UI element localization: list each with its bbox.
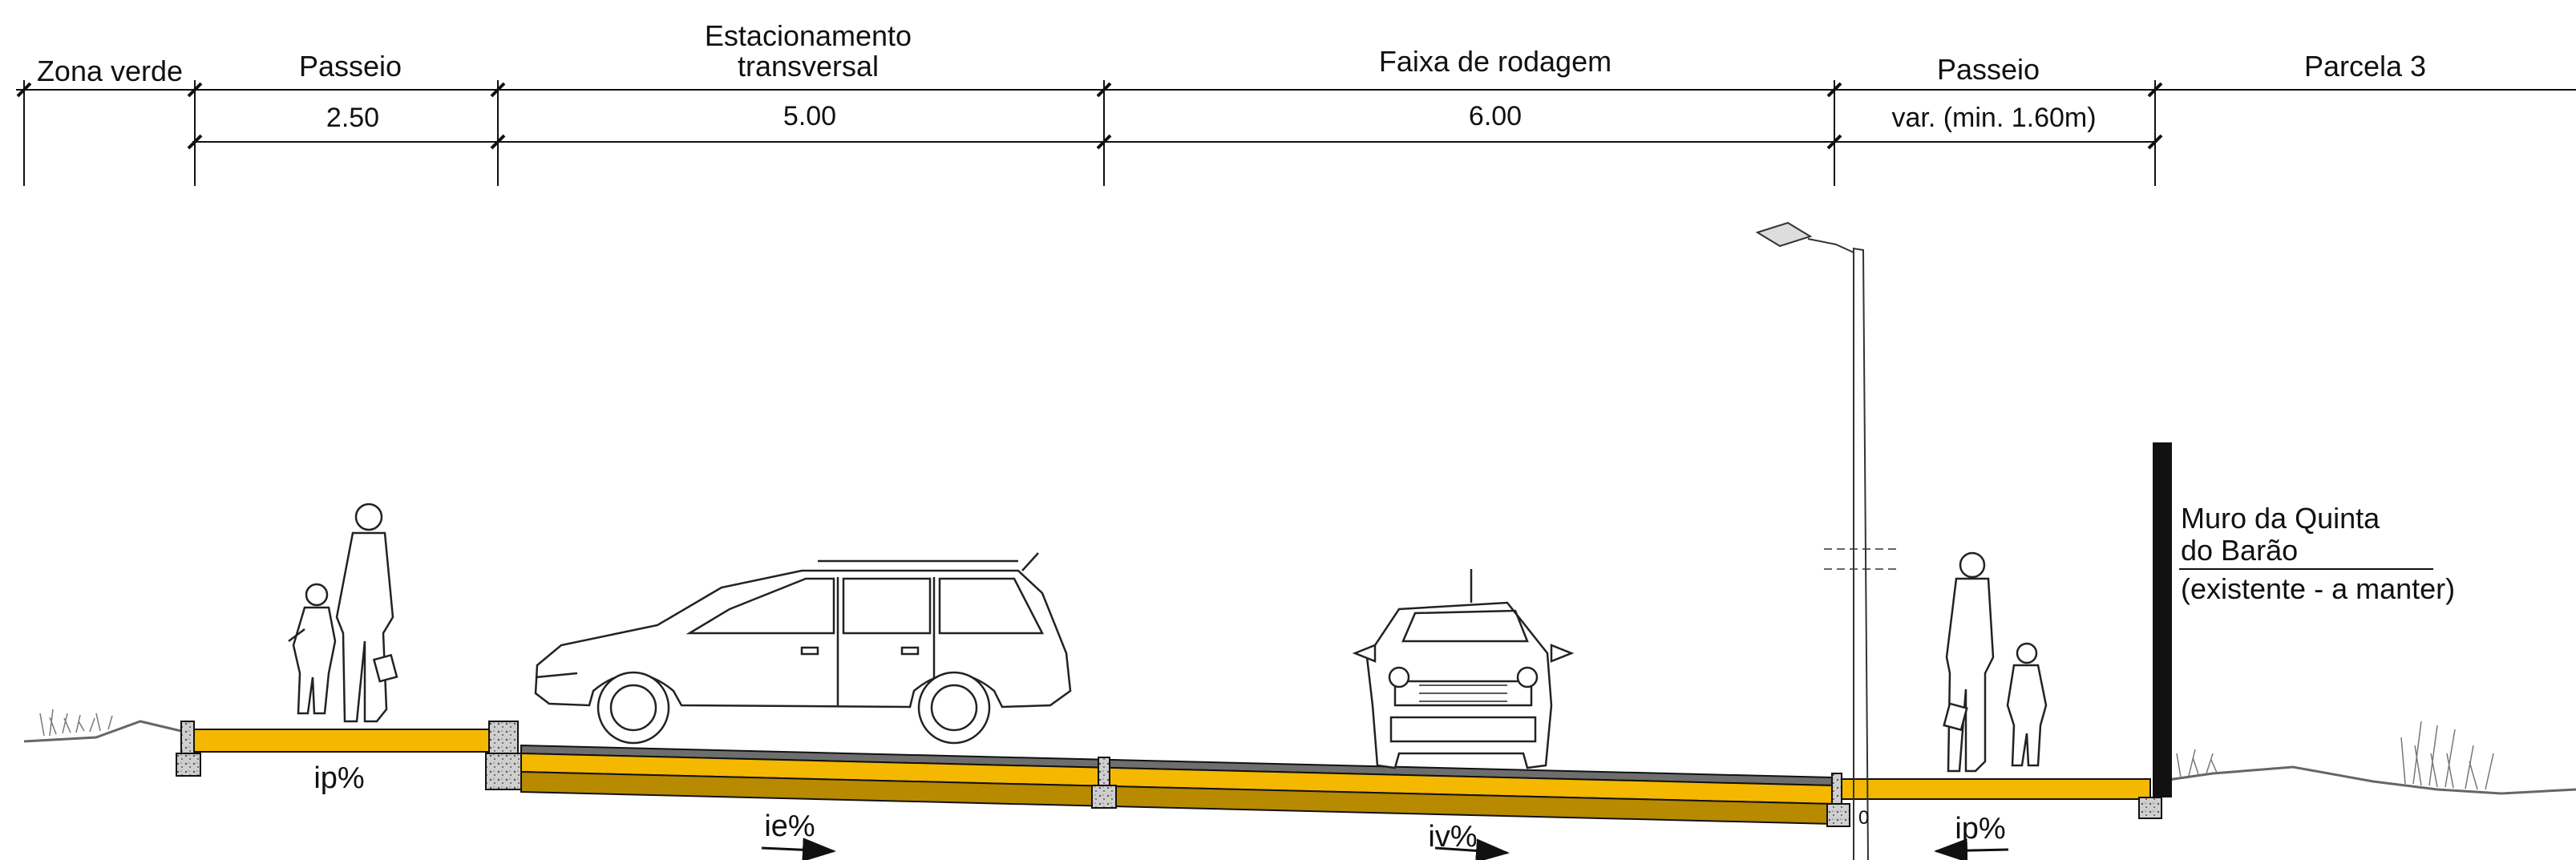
ground-line-right [2156,765,2576,795]
dim-value-passeio-left: 2.50 [326,103,380,133]
left-curb-footing [485,753,524,790]
dimension-band [16,80,2576,186]
wall-label-line3: (existente - a manter) [2181,572,2456,605]
slope-arrow-parking [761,838,836,860]
right-sidewalk-edge-footing [2138,797,2162,819]
left-curb [488,721,519,756]
station-wagon-car-icon [534,552,1072,745]
header-label-parcela-3: Parcela 3 [2303,50,2427,83]
left-sidewalk-edge-footing [176,753,201,777]
dim-value-passeio-right: var. (min. 1.60m) [1891,103,2097,133]
slope-label-parking: ie% [764,810,815,843]
dim-value-estacionamento: 5.00 [783,101,837,131]
slope-arrow-right-walk [1934,838,2009,860]
slope-label-road: iv% [1428,820,1478,854]
pedestrian-adult-icon [1943,551,1995,773]
left-sidewalk-edge-curb [180,721,195,754]
pedestrian-child-icon [2006,642,2048,767]
front-car-icon [1352,569,1575,769]
slope-arrow-road [1434,838,1510,860]
street-lamp-icon [1755,221,1900,860]
middle-curb-footing [1091,785,1117,809]
slope-label-right-walk: ip% [1955,812,2006,846]
pedestrian-child-icon [288,583,337,715]
header-label-passeio-right: Passeio [1936,53,2040,86]
header-label-zona-verde: Zona verde [36,55,184,87]
pole-marker: 0 [1858,807,1870,829]
header-label-passeio-left: Passeio [298,50,402,83]
header-ticks [16,82,2163,150]
ground-line-left [23,720,185,743]
tree-grass-icon [39,709,2494,790]
existing-wall [2153,442,2172,797]
wall-label-line1: Muro da Quinta [2181,502,2380,535]
middle-curb [1098,757,1110,787]
slope-label-left-walk: ip% [313,761,365,795]
header-label-faixa-rodagem: Faixa de rodagem [1378,45,1612,78]
right-sidewalk [1841,778,2151,800]
pedestrian-adult-icon [335,503,398,723]
wall-label-line2: do Barão [2181,534,2299,567]
left-sidewalk [192,729,498,753]
dim-value-faixa-rodagem: 6.00 [1468,101,1523,131]
right-curb [1831,773,1842,806]
header-separators [23,80,2156,186]
header-label-estacionamento: Estacionamento transversal [704,19,912,83]
right-curb-footing [1826,803,1850,827]
